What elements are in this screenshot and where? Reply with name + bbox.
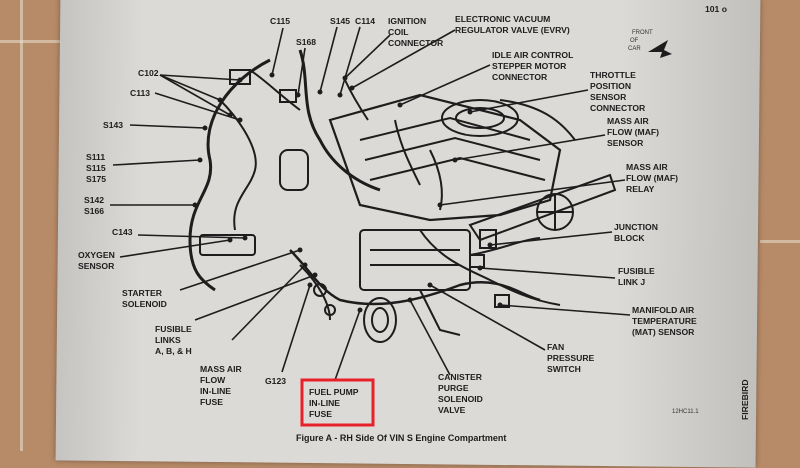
svg-text:OXYGEN: OXYGEN (78, 250, 115, 260)
label-canister-purge-solenoid-valve: CANISTER PURGE SOLENOID VALVE (438, 372, 483, 415)
leader-arrowheads (192, 72, 503, 313)
svg-text:FUSE: FUSE (200, 397, 223, 407)
label-fusible-link-j: FUSIBLE LINK J (618, 266, 655, 287)
leader-lines (110, 26, 631, 381)
svg-text:MASS AIR: MASS AIR (200, 364, 242, 374)
label-maf-sensor: MASS AIR FLOW (MAF) SENSOR (607, 116, 659, 148)
svg-text:MASS AIR: MASS AIR (626, 162, 668, 172)
svg-text:RELAY: RELAY (626, 184, 655, 194)
svg-text:FLOW: FLOW (200, 375, 226, 385)
svg-text:PURGE: PURGE (438, 383, 469, 393)
svg-text:VALVE: VALVE (438, 405, 466, 415)
svg-text:S166: S166 (84, 206, 104, 216)
engine-diagram: 101 o FIREBIRD FRONT OF CAR (78, 4, 750, 443)
label-ignition-coil-connector: IGNITION COIL CONNECTOR (388, 16, 444, 48)
label-fuel-pump-in-line-fuse: FUEL PUMP IN-LINE FUSE (300, 378, 375, 427)
label-evrv: ELECTRONIC VACUUM REGULATOR VALVE (EVRV) (455, 14, 570, 35)
svg-text:SOLENOID: SOLENOID (438, 394, 483, 404)
svg-text:FUEL PUMP: FUEL PUMP (309, 387, 359, 397)
svg-text:FLOW (MAF): FLOW (MAF) (607, 127, 659, 137)
svg-text:S175: S175 (86, 174, 106, 184)
label-fusible-links-abh: FUSIBLE LINKS A, B, & H (155, 324, 192, 356)
label-junction-block: JUNCTION BLOCK (614, 222, 658, 243)
of-label: OF (630, 38, 639, 44)
svg-text:THROTTLE: THROTTLE (590, 70, 636, 80)
svg-text:IGNITION: IGNITION (388, 16, 426, 26)
label-s143: S143 (103, 120, 123, 130)
label-s142-s166: S142 S166 (84, 195, 104, 216)
label-s111-s115-s175: S111 S115 S175 (86, 152, 106, 184)
label-g123: G123 (265, 376, 286, 386)
car-label: CAR (628, 46, 641, 52)
front-arrow-icon (648, 40, 672, 58)
label-starter-solenoid: STARTER SOLENOID (122, 288, 167, 309)
svg-text:TEMPERATURE: TEMPERATURE (632, 316, 697, 326)
tile-grout-line (0, 40, 62, 43)
svg-text:IN-LINE: IN-LINE (309, 398, 340, 408)
svg-text:CONNECTOR: CONNECTOR (590, 103, 646, 113)
label-s168: S168 (296, 37, 316, 47)
label-c114: C114 (355, 16, 375, 26)
label-c113: C113 (130, 88, 150, 98)
svg-text:SENSOR: SENSOR (590, 92, 627, 102)
svg-text:A, B, & H: A, B, & H (155, 346, 192, 356)
label-c143: C143 (112, 227, 133, 237)
label-oxygen-sensor: OXYGEN SENSOR (78, 250, 115, 271)
svg-text:MANIFOLD AIR: MANIFOLD AIR (632, 305, 695, 315)
svg-text:S111: S111 (86, 152, 105, 162)
svg-text:JUNCTION: JUNCTION (614, 222, 658, 232)
label-c102: C102 (138, 68, 159, 78)
svg-text:MASS AIR: MASS AIR (607, 116, 649, 126)
label-c115: C115 (270, 16, 290, 26)
svg-text:FAN: FAN (547, 342, 564, 352)
svg-text:STARTER: STARTER (122, 288, 163, 298)
svg-text:SWITCH: SWITCH (547, 364, 581, 374)
figure-caption: Figure A - RH Side Of VIN S Engine Compa… (296, 433, 506, 443)
svg-text:FUSE: FUSE (309, 409, 332, 419)
front-label: FRONT (632, 30, 653, 36)
svg-text:CONNECTOR: CONNECTOR (492, 72, 548, 82)
label-mat-sensor: MANIFOLD AIR TEMPERATURE (MAT) SENSOR (632, 305, 697, 337)
tile-grout-line (760, 240, 800, 243)
svg-text:FUSIBLE: FUSIBLE (155, 324, 192, 334)
figure-code: 12HC11.1 (672, 409, 699, 415)
svg-text:POSITION: POSITION (590, 81, 631, 91)
svg-text:CANISTER: CANISTER (438, 372, 483, 382)
svg-text:COIL: COIL (388, 27, 409, 37)
label-idle-air-control: IDLE AIR CONTROL STEPPER MOTOR CONNECTOR (492, 50, 573, 82)
label-fan-pressure-switch: FAN PRESSURE SWITCH (547, 342, 595, 374)
svg-text:(MAT) SENSOR: (MAT) SENSOR (632, 327, 695, 337)
svg-text:FUSIBLE: FUSIBLE (618, 266, 655, 276)
svg-text:REGULATOR VALVE (EVRV): REGULATOR VALVE (EVRV) (455, 25, 570, 35)
label-maf-relay: MASS AIR FLOW (MAF) RELAY (626, 162, 678, 194)
svg-text:S115: S115 (86, 163, 106, 173)
svg-text:STEPPER MOTOR: STEPPER MOTOR (492, 61, 567, 71)
svg-text:ELECTRONIC VACUUM: ELECTRONIC VACUUM (455, 14, 550, 24)
svg-text:BLOCK: BLOCK (614, 233, 645, 243)
tile-grout-line (20, 0, 23, 451)
svg-text:SENSOR: SENSOR (78, 261, 115, 271)
svg-text:IN-LINE: IN-LINE (200, 386, 231, 396)
svg-text:SOLENOID: SOLENOID (122, 299, 167, 309)
svg-text:LINK J: LINK J (618, 277, 645, 287)
svg-text:S142: S142 (84, 195, 104, 205)
label-throttle-position-sensor: THROTTLE POSITION SENSOR CONNECTOR (590, 70, 646, 113)
svg-text:IDLE AIR CONTROL: IDLE AIR CONTROL (492, 50, 573, 60)
svg-text:FLOW (MAF): FLOW (MAF) (626, 173, 678, 183)
svg-text:LINKS: LINKS (155, 335, 181, 345)
front-of-car-indicator: FRONT OF CAR (628, 30, 672, 58)
highlight-box (300, 378, 375, 427)
svg-text:SENSOR: SENSOR (607, 138, 644, 148)
svg-text:PRESSURE: PRESSURE (547, 353, 595, 363)
label-s145: S145 (330, 16, 350, 26)
page-edge-title: FIREBIRD (740, 379, 750, 420)
engine-illustration (188, 49, 617, 343)
page-number: 101 o (705, 4, 727, 14)
label-maf-in-line-fuse: MASS AIR FLOW IN-LINE FUSE (200, 364, 242, 407)
svg-text:CONNECTOR: CONNECTOR (388, 38, 444, 48)
